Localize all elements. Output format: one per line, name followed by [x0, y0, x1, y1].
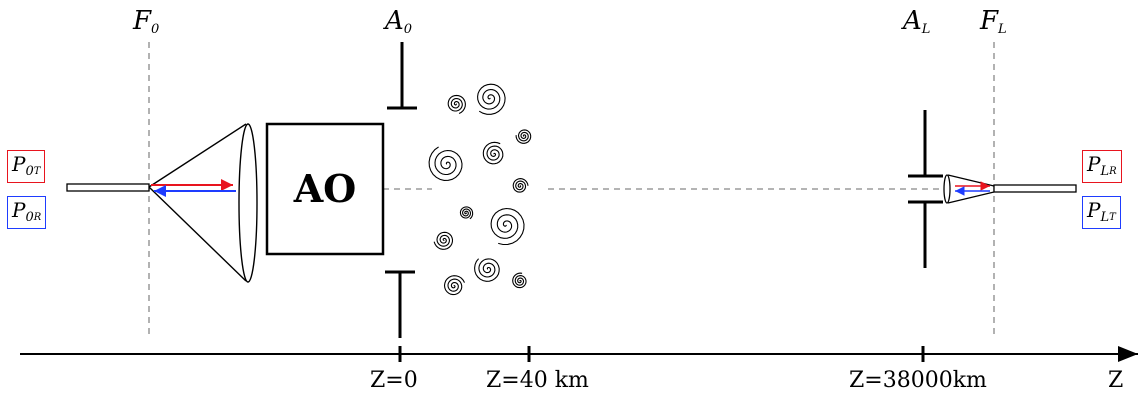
plane-subscript: L [921, 22, 931, 37]
port-subscript2: T [1109, 212, 1116, 223]
turbulence-swirl [443, 275, 465, 296]
plane-label-a0: A0 [385, 6, 413, 37]
port-letter: P [12, 198, 26, 222]
turbulence-swirl [477, 83, 506, 115]
z-tick-label-40km: Z=40 km [486, 368, 589, 393]
ground-fiber [66, 183, 150, 192]
plane-subscript: L [998, 22, 1007, 37]
plane-label-aL: AL [903, 6, 931, 37]
ground-telescope-top [148, 123, 247, 188]
turbulence-swirl [447, 94, 466, 114]
z-tick-label-0: Z=0 [370, 368, 418, 393]
port-subscript2: R [33, 212, 42, 223]
plane-letter: F [980, 6, 999, 36]
plane-subscript: 0 [151, 22, 160, 37]
ao-label: AO [293, 166, 357, 211]
port-letter: P [12, 152, 26, 176]
port-subscript: 0 [25, 164, 34, 179]
satellite-telescope-lens [943, 174, 951, 204]
turbulence-swirl [482, 141, 504, 165]
turbulence-swirl [512, 178, 529, 193]
satellite-telescope-top [947, 174, 995, 187]
port-pL-transmit: PLT [1082, 196, 1121, 229]
plane-subscript: 0 [403, 22, 413, 37]
z-tick-label-38000km: Z=38000km [849, 368, 987, 393]
port-letter: P [1087, 152, 1101, 176]
atmospheric-turbulence [428, 83, 532, 296]
ground-telescope-lens [238, 123, 258, 283]
port-subscript2: T [33, 166, 41, 177]
turbulence-swirl [515, 129, 532, 144]
port-p0-transmit: P0T [7, 150, 46, 183]
turbulence-swirl [428, 146, 463, 181]
z-axis-label: Z [1108, 368, 1124, 393]
ground-telescope-bottom [148, 186, 247, 282]
port-subscript: L [1100, 164, 1110, 179]
port-subscript: 0 [25, 210, 34, 225]
satellite-telescope-bottom [947, 191, 995, 204]
plane-letter: A [385, 6, 404, 36]
turbulence-swirl [512, 272, 527, 289]
port-subscript: L [1100, 210, 1110, 225]
plane-label-f0: F0 [133, 6, 160, 37]
port-p0-receive: P0R [7, 196, 47, 229]
plane-label-fL: FL [980, 6, 1007, 37]
satellite-fiber [993, 184, 1077, 193]
port-subscript2: R [1109, 166, 1117, 177]
ao-box [265, 122, 385, 256]
turbulence-swirl [459, 206, 474, 220]
port-letter: P [1087, 198, 1101, 222]
turbulence-swirl [490, 207, 525, 246]
turbulence-swirl [433, 231, 454, 250]
plane-letter: F [133, 6, 152, 36]
turbulence-swirl [474, 258, 500, 282]
port-pL-receive: PLR [1082, 150, 1122, 183]
plane-letter: A [903, 6, 922, 36]
